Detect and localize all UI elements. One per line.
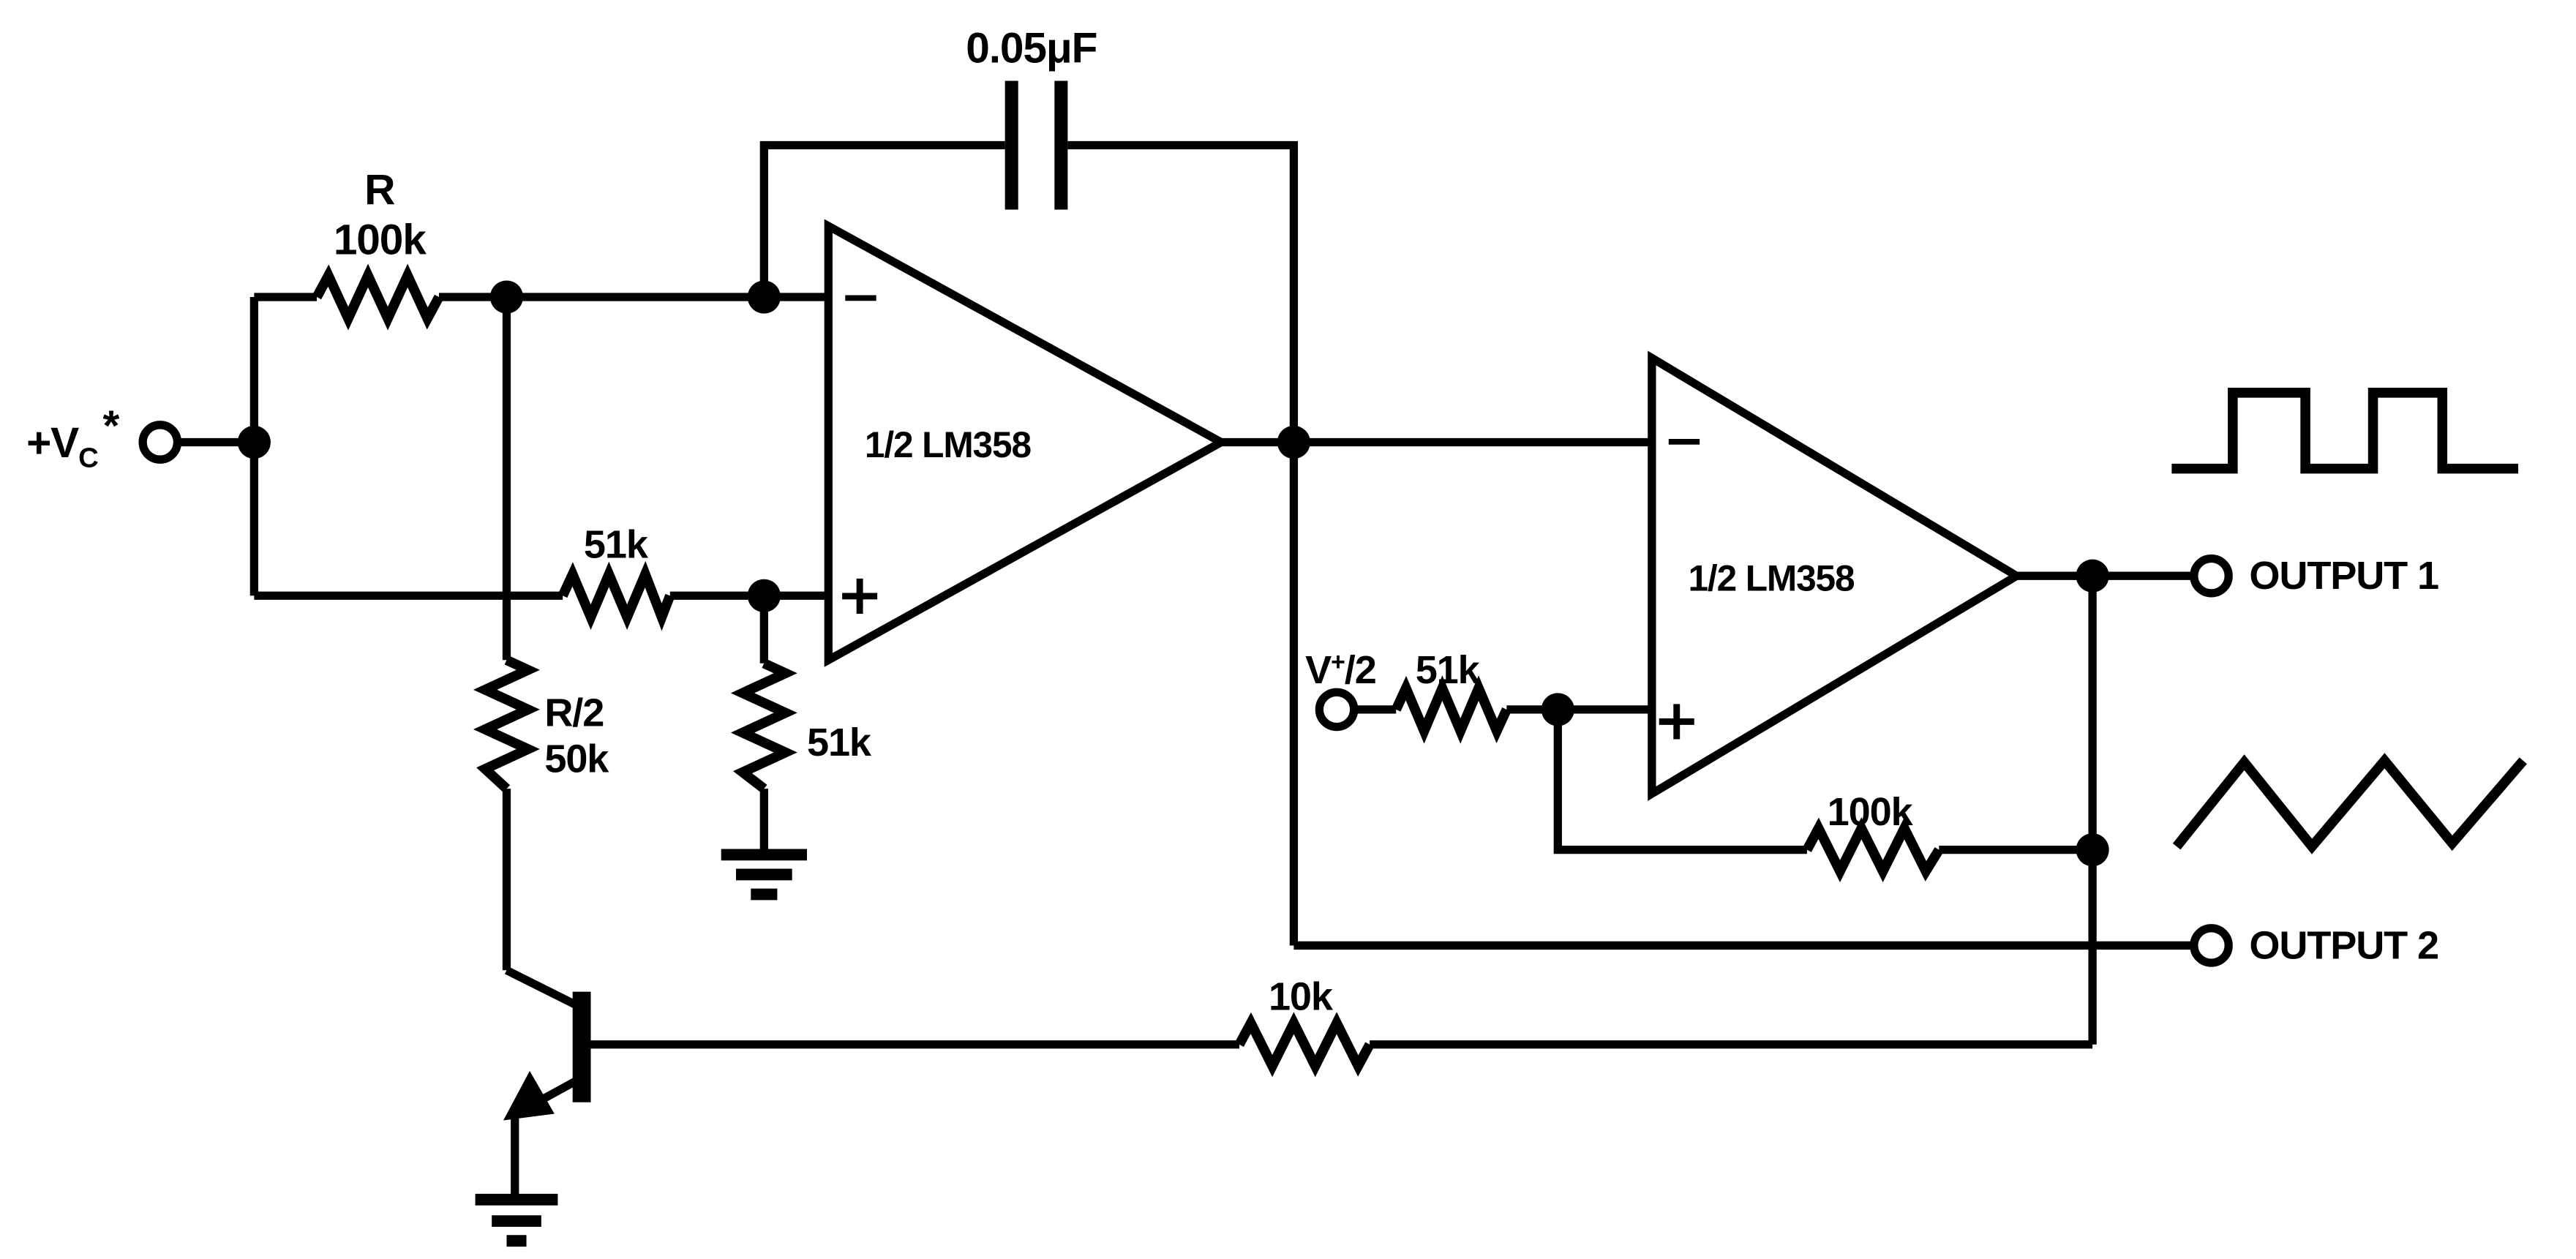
resistor-zigzag xyxy=(312,263,443,331)
output1-terminal-icon xyxy=(2190,554,2233,598)
vref-label: V+/2 xyxy=(1305,648,1376,692)
resistor-name: R/2 xyxy=(544,691,604,734)
capacitor-branch: 0.05μF xyxy=(759,25,1299,443)
output2-terminal-icon xyxy=(2190,924,2233,967)
resistor-zigzag xyxy=(730,658,797,793)
resistor-value: 100k xyxy=(334,216,427,263)
resistor-value: 100k xyxy=(1828,790,1914,834)
vref-terminal-icon xyxy=(1315,688,1359,732)
square-wave-icon xyxy=(2171,388,2519,474)
capacitor-value: 0.05μF xyxy=(966,25,1097,72)
vc-input: +VC* xyxy=(26,402,255,473)
emitter-arrow-icon xyxy=(503,1070,555,1121)
opamp1: − + 1/2 LM358 xyxy=(824,219,1230,667)
collector-wire xyxy=(504,966,582,1010)
resistor-zigzag xyxy=(1802,817,1944,883)
junction-dots xyxy=(237,280,2109,867)
opamp2-label: 1/2 LM358 xyxy=(1688,557,1855,598)
resistor-r-half-50k: R/2 50k xyxy=(473,297,610,971)
opamp2-inverting-sign: − xyxy=(1664,411,1705,469)
vc-terminal-icon xyxy=(138,421,182,464)
junction-dot xyxy=(747,280,781,314)
junction-dot xyxy=(747,579,781,612)
output2-rail xyxy=(1289,442,2195,950)
resistor-zigzag xyxy=(473,655,540,793)
junction-dot xyxy=(2076,833,2109,867)
opamp1-inverting-sign: − xyxy=(840,268,882,326)
resistor-name: R xyxy=(364,167,395,214)
resistor-zigzag xyxy=(1235,1012,1375,1078)
vref-input: V+/2 51k xyxy=(1305,648,1652,744)
resistor-100k-feedback: 100k xyxy=(1553,709,2093,883)
junction-dot xyxy=(237,425,271,459)
output1-terminal: OUTPUT 1 xyxy=(2190,554,2439,598)
opamp2: − + 1/2 LM358 xyxy=(1648,350,2025,801)
resistor-value: 10k xyxy=(1269,974,1334,1018)
resistor-51k-ground: 51k xyxy=(721,595,873,901)
vc-label: +VC* xyxy=(26,402,119,473)
output2-terminal: OUTPUT 2 xyxy=(2190,923,2439,967)
resistor-zigzag xyxy=(1392,675,1512,744)
opamp2-noninverting-sign: + xyxy=(1653,688,1700,753)
junction-dot xyxy=(1541,693,1574,726)
opamp1-triangle-icon xyxy=(824,219,1230,667)
resistor-value: 50k xyxy=(544,737,609,781)
resistor-10k-base: 10k xyxy=(589,974,2093,1078)
resistor-value: 51k xyxy=(807,721,872,764)
resistor-zigzag xyxy=(558,560,675,631)
resistor-51k-input: 51k xyxy=(254,522,829,631)
ground-icon xyxy=(475,1193,558,1247)
resistor-value: 51k xyxy=(584,522,649,566)
output1-label: OUTPUT 1 xyxy=(2249,554,2438,598)
output1-rail xyxy=(2016,571,2195,1045)
junction-dot xyxy=(489,280,524,314)
opamp1-label: 1/2 LM358 xyxy=(865,424,1032,465)
opamp2-triangle-icon xyxy=(1648,350,2025,801)
wire xyxy=(1553,709,1807,854)
junction-dot xyxy=(2076,559,2109,593)
cap-wire-right xyxy=(1067,140,1299,443)
opamp1-noninverting-sign: + xyxy=(836,563,883,628)
output2-label: OUTPUT 2 xyxy=(2249,923,2438,967)
resistor-value: 51k xyxy=(1416,648,1481,692)
triangle-wave-icon xyxy=(2172,753,2527,854)
resistor-r-100k: R 100k xyxy=(254,167,829,331)
cap-wire-left xyxy=(759,140,1005,298)
ground-icon xyxy=(721,849,807,901)
junction-dot xyxy=(1277,425,1310,459)
transistor xyxy=(475,966,591,1247)
